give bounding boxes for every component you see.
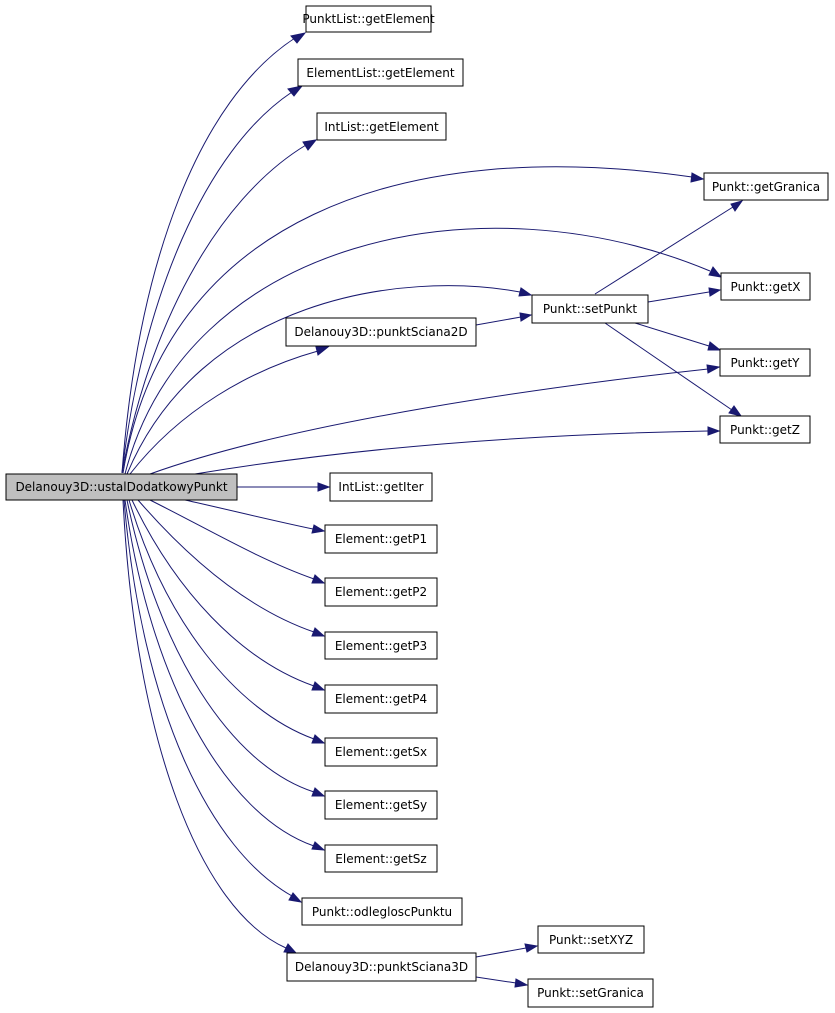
arrowhead — [311, 787, 326, 797]
arrowhead — [302, 139, 318, 151]
node-punkt-sciana2d[interactable]: Delanouy3D::punktSciana2D — [285, 317, 477, 347]
edge-ustal-to-getsz — [124, 499, 315, 847]
node-label: Punkt::getX — [731, 280, 801, 294]
arrowhead — [311, 841, 326, 851]
node-label: Element::getP2 — [335, 585, 427, 599]
node-label: Delanouy3D::punktSciana2D — [294, 325, 467, 339]
nodes: Delanouy3D::ustalDodatkowyPunkt PunktLis… — [5, 5, 829, 1008]
edge-ustal-to-sciana2d — [129, 350, 319, 475]
arrowhead — [290, 32, 307, 44]
arrowhead — [707, 426, 721, 436]
arrowhead — [283, 943, 298, 954]
arrowhead — [524, 943, 539, 953]
node-label: Delanouy3D::ustalDodatkowyPunkt — [15, 480, 227, 494]
arrowhead — [518, 287, 533, 297]
edge-ustal-to-setpunkt — [126, 285, 521, 475]
edge-setpunkt-to-getgranica — [594, 206, 734, 295]
edge-sciana3d-to-setgranica — [475, 976, 517, 984]
edge-ustal-to-odleglosc — [123, 499, 293, 897]
edges — [121, 32, 744, 988]
arrowhead — [519, 312, 533, 322]
edge-sciana3d-to-setxyz — [475, 947, 527, 958]
edge-ustal-to-sciana3d — [122, 499, 287, 949]
edge-ustal-to-getsx — [128, 499, 315, 740]
arrowhead — [317, 482, 331, 492]
arrowhead — [708, 266, 723, 278]
edge-ustal-to-getz — [194, 430, 709, 475]
edge-ustal-to-getp4 — [131, 499, 315, 687]
arrowhead — [287, 85, 304, 97]
arrowhead — [311, 524, 326, 534]
node-label: Punkt::getZ — [730, 423, 800, 437]
edge-setpunkt-to-getz — [604, 322, 733, 411]
arrowhead — [311, 574, 326, 584]
node-element-getp1[interactable]: Element::getP1 — [324, 524, 438, 554]
arrowhead — [730, 200, 744, 212]
edge-ustal-to-getgranica — [122, 166, 693, 474]
node-intlist-getiter[interactable]: IntList::getIter — [329, 472, 433, 502]
node-punkt-sciana3d[interactable]: Delanouy3D::punktSciana3D — [286, 952, 477, 982]
node-label: Element::getP1 — [335, 532, 427, 546]
edge-sciana2d-to-setpunkt — [475, 316, 522, 326]
arrowhead — [706, 364, 721, 374]
node-element-getp3[interactable]: Element::getP3 — [324, 631, 438, 660]
node-punkt-odleglosc[interactable]: Punkt::odlegloscPunktu — [301, 897, 463, 926]
arrowhead — [708, 287, 722, 297]
edge-setpunkt-to-getx — [647, 291, 710, 303]
node-punkt-getx[interactable]: Punkt::getX — [720, 272, 811, 301]
node-ustal-dodatkowy-punkt[interactable]: Delanouy3D::ustalDodatkowyPunkt — [5, 473, 238, 501]
node-punkt-gety[interactable]: Punkt::getY — [719, 348, 811, 377]
node-label: IntList::getIter — [338, 480, 423, 494]
node-punkt-setpunkt[interactable]: Punkt::setPunkt — [531, 294, 649, 324]
arrowhead — [311, 681, 326, 691]
node-label: Punkt::setPunkt — [543, 302, 638, 316]
arrowhead — [707, 341, 722, 351]
edge-setpunkt-to-gety — [634, 322, 710, 347]
node-punkt-getgranica[interactable]: Punkt::getGranica — [703, 172, 829, 201]
arrowhead — [288, 892, 303, 903]
arrowhead — [311, 627, 326, 637]
node-label: Element::getP4 — [335, 692, 427, 706]
node-punkt-setxyz[interactable]: Punkt::setXYZ — [537, 925, 645, 954]
node-punktlist-getelement[interactable]: PunktList::getElement — [302, 5, 435, 33]
edge-ustal-to-getx — [124, 227, 711, 475]
arrowhead — [315, 346, 330, 356]
node-label: Punkt::setXYZ — [549, 933, 633, 947]
node-label: Punkt::setGranica — [537, 986, 644, 1000]
arrowhead — [311, 734, 326, 744]
node-label: Delanouy3D::punktSciana3D — [295, 960, 468, 974]
arrowhead — [514, 978, 529, 988]
edge-ustal-to-elementlist-getelement — [121, 91, 293, 474]
node-label: PunktList::getElement — [302, 12, 435, 26]
node-element-getp4[interactable]: Element::getP4 — [324, 684, 438, 714]
arrowhead — [690, 172, 705, 183]
edge-ustal-to-intlist-getelement — [121, 144, 307, 474]
node-punkt-getz[interactable]: Punkt::getZ — [719, 415, 811, 444]
node-label: Element::getP3 — [335, 639, 427, 653]
edge-ustal-to-gety — [149, 368, 709, 475]
node-intlist-getelement[interactable]: IntList::getElement — [316, 112, 447, 141]
node-label: IntList::getElement — [324, 120, 439, 134]
node-label: ElementList::getElement — [306, 66, 454, 80]
node-label: Punkt::odlegloscPunktu — [312, 905, 452, 919]
edge-ustal-to-getsy — [126, 499, 315, 793]
arrowhead — [728, 405, 743, 417]
node-element-getp2[interactable]: Element::getP2 — [324, 577, 438, 607]
node-element-getsz[interactable]: Element::getSz — [324, 844, 438, 873]
edge-ustal-to-getp3 — [137, 499, 315, 633]
node-element-getsy[interactable]: Element::getSy — [324, 790, 438, 820]
edge-ustal-to-getp1 — [184, 499, 314, 530]
node-punkt-setgranica[interactable]: Punkt::setGranica — [527, 978, 654, 1008]
node-label: Element::getSx — [335, 745, 427, 759]
edge-ustal-to-getp2 — [149, 499, 315, 580]
node-label: Punkt::getY — [730, 356, 800, 370]
node-label: Punkt::getGranica — [712, 180, 820, 194]
node-label: Element::getSy — [335, 798, 427, 812]
node-label: Element::getSz — [335, 852, 426, 866]
edge-ustal-to-punktlist-getelement — [121, 37, 296, 474]
node-elementlist-getelement[interactable]: ElementList::getElement — [297, 58, 464, 87]
node-element-getsx[interactable]: Element::getSx — [324, 737, 438, 767]
